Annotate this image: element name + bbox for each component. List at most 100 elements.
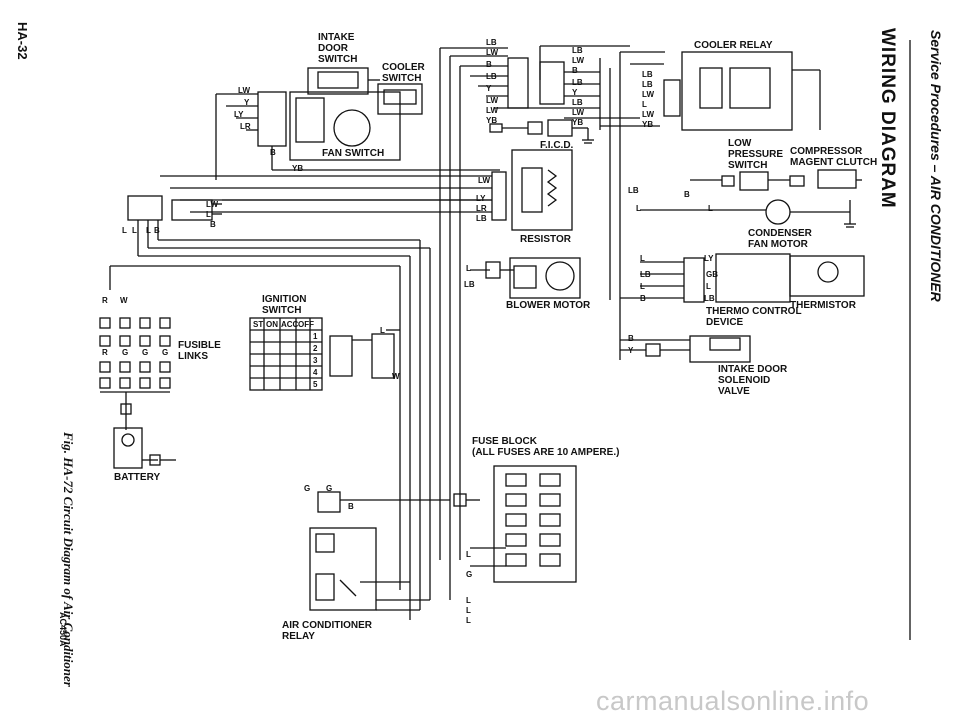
- low-pressure-switch-label: LOW PRESSURE SWITCH: [728, 138, 784, 171]
- wire-label: LW: [642, 90, 654, 99]
- fusible-links-label: FUSIBLE LINKS: [178, 340, 221, 362]
- wire-label: L: [640, 282, 645, 291]
- wire-label: L: [132, 226, 137, 235]
- wire-label: LB: [464, 280, 475, 289]
- wire-label: L: [466, 596, 471, 605]
- cooler-switch-label: COOLER SWITCH: [382, 62, 425, 84]
- wire-label: YB: [642, 120, 654, 129]
- wire-label: LB: [476, 214, 487, 223]
- thermo-control-device-label: THERMO CONTROL DEVICE: [706, 306, 802, 328]
- fan-switch-label: FAN SWITCH: [322, 148, 385, 159]
- condenser-fan-motor-label: CONDENSER FAN MOTOR: [748, 228, 812, 250]
- wire-label: LB: [486, 72, 497, 81]
- wire-label: L: [708, 204, 713, 213]
- wire-label: LR: [240, 122, 251, 131]
- wire-label: L: [146, 226, 151, 235]
- wire-label: L: [466, 550, 471, 559]
- wire-label: B: [628, 334, 634, 343]
- ignition-switch-table: [249, 317, 323, 391]
- cooler-relay-box: [681, 51, 793, 131]
- fusible-links: [99, 317, 171, 430]
- ac-relay-label: AIR CONDITIONER RELAY: [282, 620, 372, 642]
- wire-label: YB: [292, 164, 304, 173]
- thermistor-label: THERMISTOR: [790, 300, 856, 311]
- wire-label: B: [348, 502, 354, 511]
- wire-label: LW: [642, 110, 654, 119]
- wire-label: W: [392, 372, 400, 381]
- wire-label: L: [466, 616, 471, 625]
- wire-label: LB: [572, 78, 583, 87]
- wire-label: YB: [572, 118, 584, 127]
- compressor-clutch-label: COMPRESSOR MAGENT CLUTCH: [790, 146, 878, 168]
- intake-door-switch-label: INTAKE DOOR SWITCH: [318, 32, 358, 65]
- blower-motor-label: BLOWER MOTOR: [506, 300, 591, 311]
- cooler-relay-label: COOLER RELAY: [694, 40, 773, 51]
- wire-label: R: [102, 348, 108, 357]
- ignition-row-4: 4: [313, 368, 318, 377]
- wire-label: L: [706, 282, 711, 291]
- ignition-header-st: ST: [253, 320, 264, 329]
- intake-door-solenoid-label: INTAKE DOOR SOLENOID VALVE: [718, 364, 788, 397]
- wire-label: LW: [572, 56, 584, 65]
- ignition-row-2: 2: [313, 344, 318, 353]
- ignition-row-3: 3: [313, 356, 318, 365]
- wire-label: LW: [486, 96, 498, 105]
- ignition-header-on: ON: [266, 320, 278, 329]
- ignition-header-off: OFF: [298, 320, 314, 329]
- battery-label: BATTERY: [114, 472, 161, 483]
- wire-label: B: [154, 226, 160, 235]
- wire-label: L: [466, 606, 471, 615]
- wire-label: G: [326, 484, 333, 493]
- wire-label: LY: [476, 194, 486, 203]
- wire-label: B: [572, 66, 578, 75]
- wire-label: LY: [234, 110, 244, 119]
- wire-label: L: [636, 204, 641, 213]
- wire-label: LB: [486, 38, 497, 47]
- ac-relay: [309, 527, 377, 611]
- wire-label: LW: [478, 176, 490, 185]
- wire-label: LW: [238, 86, 250, 95]
- wire-label: G: [122, 348, 129, 357]
- wire-label: LY: [704, 254, 714, 263]
- wire-label: LW: [572, 108, 584, 117]
- wire-label: L: [640, 254, 645, 263]
- wire-label: LW: [486, 106, 498, 115]
- wire-label: L: [642, 100, 647, 109]
- watermark: carmanualsonline.info: [596, 686, 870, 716]
- fuse-block-label: FUSE BLOCK (ALL FUSES ARE 10 AMPERE.): [472, 436, 620, 458]
- wire-label: G: [466, 570, 473, 579]
- wire-label: R: [102, 296, 108, 305]
- wire-label: LB: [642, 80, 653, 89]
- wire-label: LR: [476, 204, 487, 213]
- wire-label: LB: [704, 294, 715, 303]
- wire-label: B: [640, 294, 646, 303]
- wire-label: Y: [628, 346, 634, 355]
- wire-label: LB: [642, 70, 653, 79]
- ignition-row-1: 1: [313, 332, 318, 341]
- resistor-label: RESISTOR: [520, 234, 571, 245]
- wire-label: B: [270, 148, 276, 157]
- wire-label: L: [122, 226, 127, 235]
- wire-label: Y: [486, 84, 492, 93]
- wire-label: L: [466, 264, 471, 273]
- wire-label: L: [206, 210, 211, 219]
- wire-label: LB: [572, 98, 583, 107]
- wire-label: LB: [572, 46, 583, 55]
- ficd-label: F.I.C.D.: [540, 140, 574, 151]
- wire-label: LW: [206, 200, 218, 209]
- wire-label: LB: [628, 186, 639, 195]
- ignition-header-acc: ACC: [281, 320, 299, 329]
- wire-label: B: [486, 60, 492, 69]
- battery: [113, 427, 176, 469]
- ignition-row-5: 5: [313, 380, 318, 389]
- wire-label: W: [120, 296, 128, 305]
- wire-label: B: [684, 190, 690, 199]
- wire-label: G: [304, 484, 311, 493]
- wire-label: G: [162, 348, 169, 357]
- wire-label: L: [380, 326, 385, 335]
- wire-label: GB: [706, 270, 718, 279]
- ignition-switch-label: IGNITION SWITCH: [262, 294, 307, 316]
- wire-label: YB: [486, 116, 498, 125]
- fuse-block: [470, 465, 577, 583]
